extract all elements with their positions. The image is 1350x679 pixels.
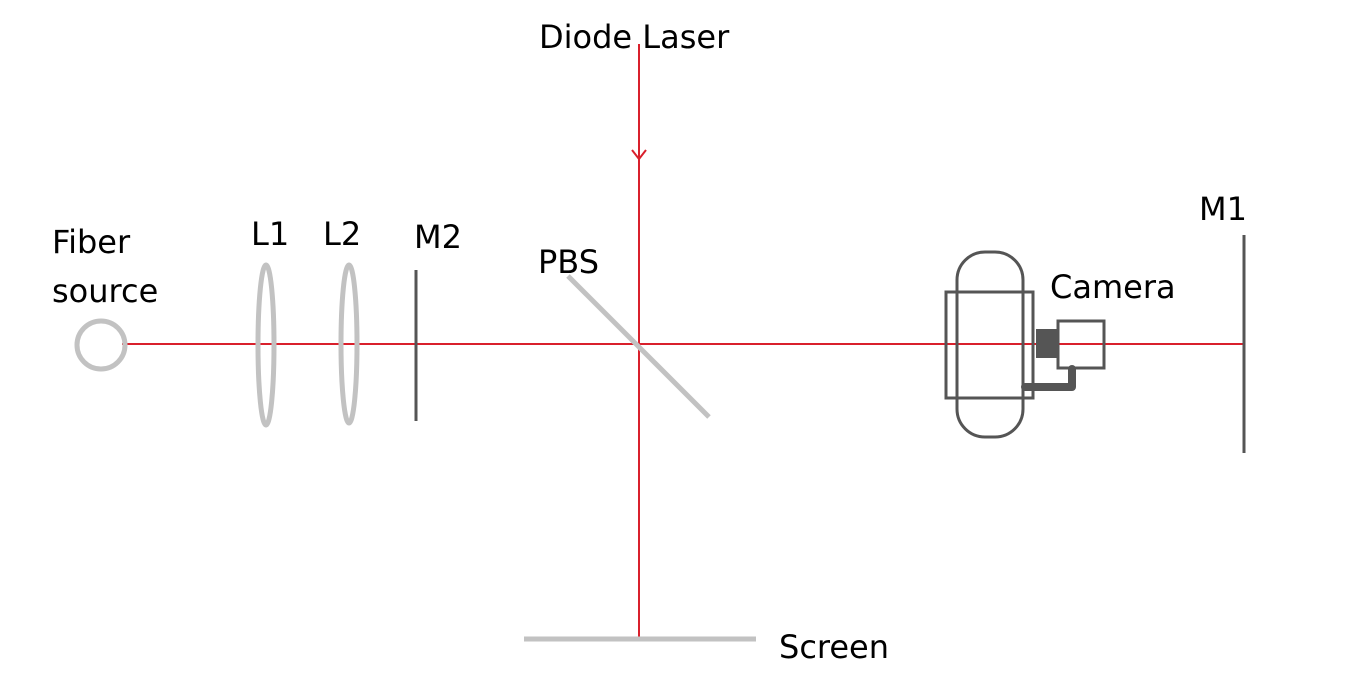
label-pbs: PBS xyxy=(538,243,599,281)
label-camera: Camera xyxy=(1050,268,1176,306)
fiber-source xyxy=(74,318,128,372)
lens-l2 xyxy=(338,262,360,426)
label-fiber: Fiber xyxy=(52,223,131,261)
camera-connector xyxy=(1036,329,1058,358)
label-l2: L2 xyxy=(323,215,361,253)
camera-lens-frame xyxy=(944,290,1035,400)
label-m1: M1 xyxy=(1199,190,1247,228)
lens-l1 xyxy=(255,262,277,428)
beam-direction-arrow xyxy=(631,149,647,161)
camera-lens-housing xyxy=(955,250,1025,439)
label-l1: L1 xyxy=(251,215,289,253)
camera-mount-bracket xyxy=(1021,365,1076,391)
label-m2: M2 xyxy=(414,218,462,256)
label-screen: Screen xyxy=(779,628,889,666)
label-diode-laser: Diode Laser xyxy=(539,18,730,56)
label-source: source xyxy=(52,272,158,310)
camera-body xyxy=(1056,319,1106,370)
pbs-splitter xyxy=(566,274,711,419)
camera-assembly xyxy=(944,250,1106,439)
